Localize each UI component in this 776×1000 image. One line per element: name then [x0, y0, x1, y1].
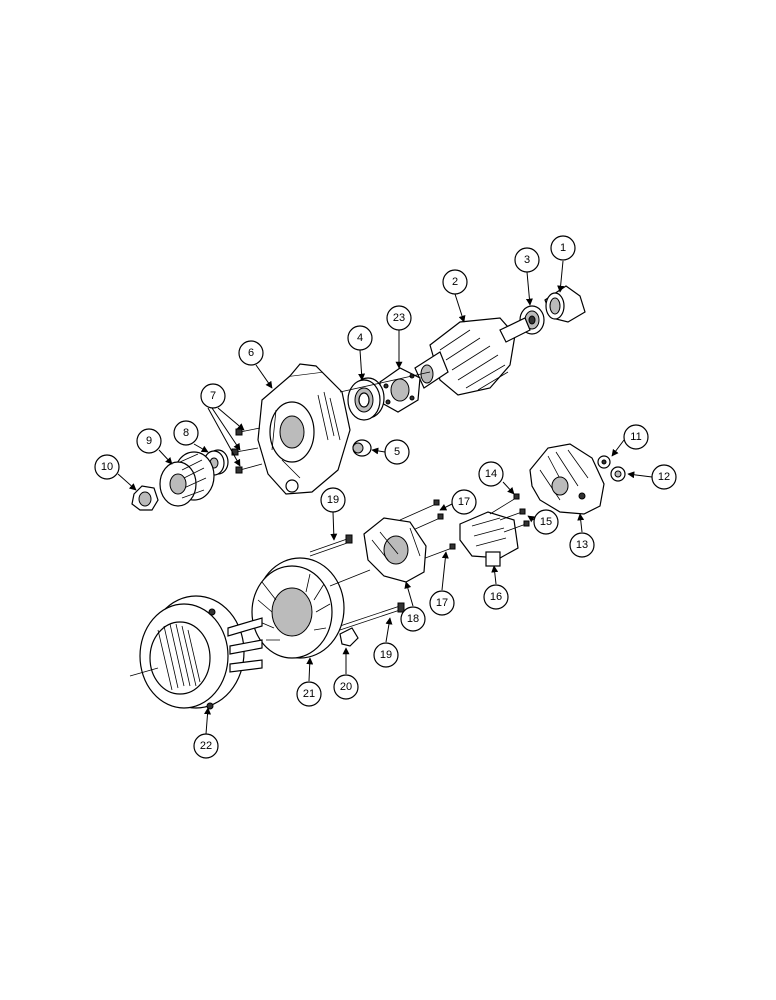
callout-12: 12 [651, 464, 677, 490]
svg-text:6: 6 [248, 347, 254, 359]
part-16-regulator [459, 511, 519, 567]
callout-17-upper: 17 [451, 489, 477, 515]
callout-7: 7 [200, 383, 226, 409]
part-12-washer [610, 466, 626, 482]
part-13-rear-cover [529, 443, 605, 515]
svg-text:18: 18 [407, 613, 419, 625]
svg-text:12: 12 [658, 471, 670, 483]
part-5-bushing [352, 439, 372, 457]
svg-text:20: 20 [340, 681, 352, 693]
svg-text:1: 1 [560, 242, 566, 254]
callout-17-lower: 17 [429, 590, 455, 616]
svg-text:7: 7 [210, 390, 216, 402]
svg-text:17: 17 [436, 597, 448, 609]
callout-9: 9 [136, 428, 162, 454]
part-19-bolts [309, 534, 405, 631]
part-20-terminal [339, 627, 359, 647]
callout-21: 21 [296, 681, 322, 707]
callout-23: 23 [386, 305, 412, 331]
part-22-stator [139, 595, 263, 710]
svg-text:11: 11 [630, 431, 641, 443]
svg-text:17: 17 [458, 496, 470, 508]
part-2-rotor [414, 317, 531, 396]
part-4-bearing [347, 377, 385, 421]
part-15-screws [499, 508, 530, 533]
callout-13: 13 [569, 532, 595, 558]
callout-19-upper: 19 [320, 487, 346, 513]
part-11-nut [597, 455, 611, 469]
svg-text:4: 4 [357, 332, 363, 344]
svg-text:13: 13 [576, 539, 588, 551]
svg-text:9: 9 [146, 435, 152, 447]
part-1-cap [544, 285, 586, 323]
svg-text:5: 5 [394, 446, 400, 458]
leader-lines [117, 260, 653, 735]
callout-labels: 1 2 3 4 5 6 7 8 9 10 11 12 13 14 15 16 1… [94, 235, 677, 759]
part-9-pulley [159, 451, 215, 507]
svg-text:3: 3 [524, 254, 530, 266]
callout-16: 16 [483, 584, 509, 610]
callout-8: 8 [173, 420, 199, 446]
callout-6: 6 [238, 340, 264, 366]
callout-19-lower: 19 [373, 642, 399, 668]
part-21-stator-housing [251, 557, 345, 659]
callout-15: 15 [533, 509, 559, 535]
callout-14: 14 [478, 461, 504, 487]
svg-text:22: 22 [200, 740, 212, 752]
part-7-screws [231, 427, 263, 474]
callout-20: 20 [333, 674, 359, 700]
part-23-retainer-plate [379, 367, 421, 413]
svg-text:14: 14 [485, 468, 497, 480]
callout-4: 4 [347, 325, 373, 351]
part-14-screw [489, 493, 520, 515]
part-10-nut [131, 485, 159, 511]
svg-text:2: 2 [452, 276, 458, 288]
svg-text:19: 19 [380, 649, 392, 661]
callout-3: 3 [514, 247, 540, 273]
svg-text:10: 10 [101, 461, 113, 473]
svg-text:23: 23 [393, 312, 405, 324]
parts-illustration [129, 285, 626, 710]
callout-5: 5 [384, 439, 410, 465]
svg-text:8: 8 [183, 427, 189, 439]
svg-text:16: 16 [490, 591, 502, 603]
svg-text:15: 15 [540, 516, 552, 528]
callout-1: 1 [550, 235, 576, 261]
callout-10: 10 [94, 454, 120, 480]
callout-11: 11 [623, 424, 649, 450]
part-6-drive-end-housing [257, 363, 351, 495]
callout-22: 22 [193, 733, 219, 759]
assembly-axis-lines [129, 371, 431, 677]
part-18-rectifier [363, 517, 427, 583]
callout-18: 18 [400, 606, 426, 632]
svg-text:19: 19 [327, 494, 339, 506]
svg-text:21: 21 [303, 688, 315, 700]
callout-2: 2 [442, 269, 468, 295]
